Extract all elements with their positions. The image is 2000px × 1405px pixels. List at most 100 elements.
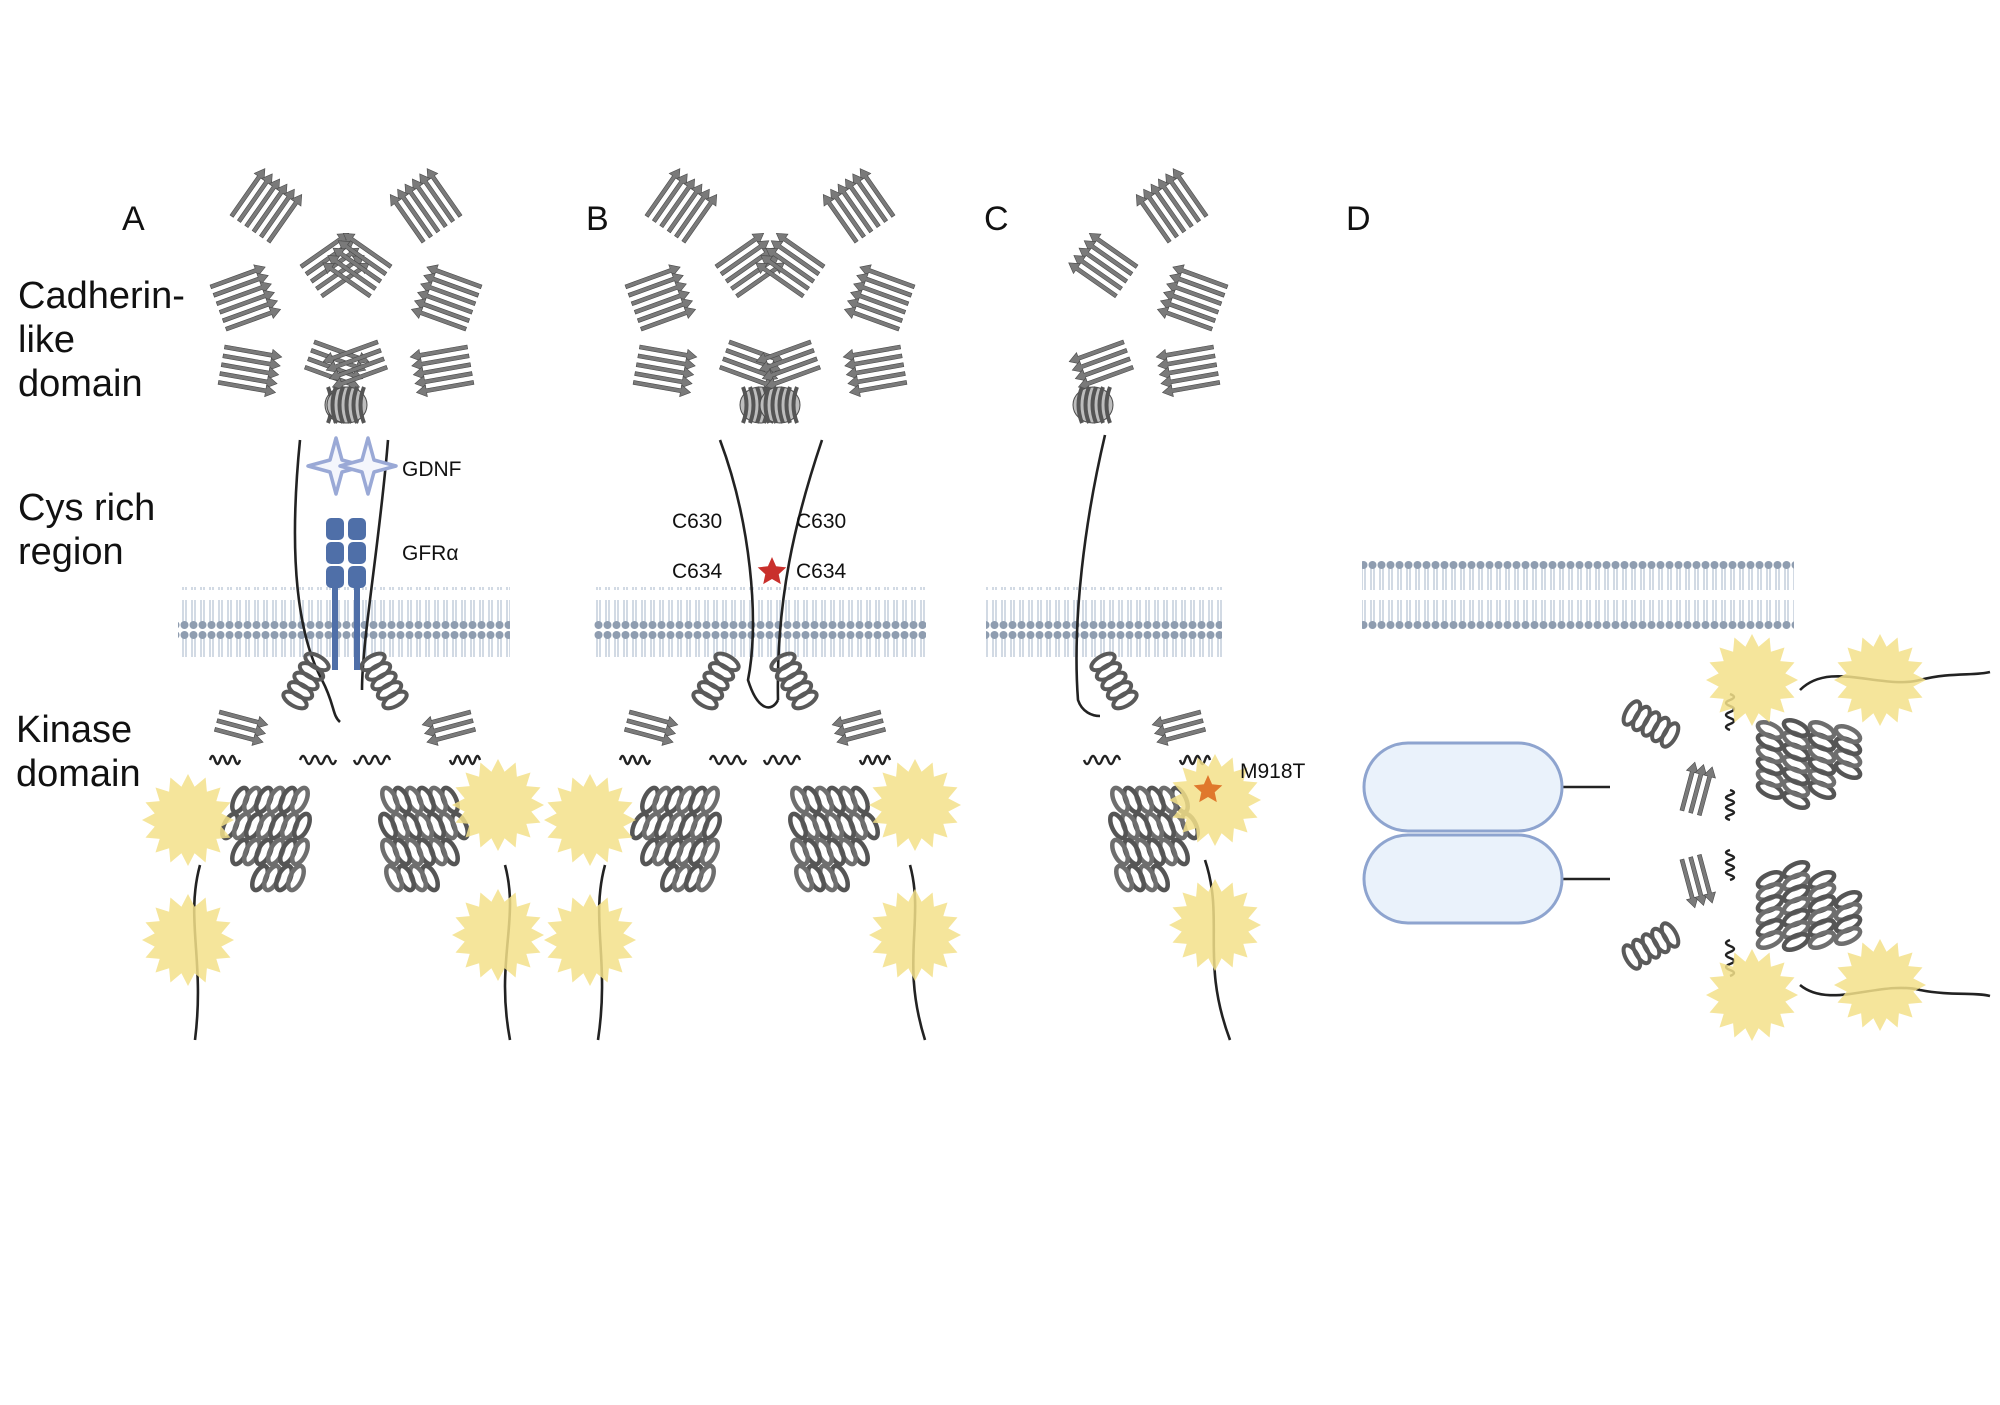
strand-arrow [413, 298, 471, 323]
strand-arrow [674, 188, 710, 239]
strand-arrow [830, 188, 866, 239]
strand-arrow [837, 183, 874, 234]
strand-arrow [760, 255, 810, 291]
strand-arrow [634, 371, 693, 389]
gfra-block [326, 566, 344, 588]
strand-arrow [419, 173, 456, 223]
strand-arrow [212, 272, 269, 298]
kinase-helices [220, 785, 312, 893]
cadherin-a-right [322, 168, 483, 424]
strand-arrow [420, 281, 477, 307]
burst-d-bottom-kinase [1706, 949, 1798, 1041]
strand-arrow [755, 262, 805, 299]
strand-arrow [848, 380, 908, 398]
strand-arrow [714, 233, 765, 269]
strand-arrow [635, 362, 695, 380]
membrane-b [594, 587, 926, 657]
kinase-d-bottom [1621, 848, 1863, 978]
strand-arrow [217, 380, 277, 398]
strand-arrow [719, 240, 770, 277]
beta-sheet [389, 168, 463, 244]
strand-arrow [845, 178, 881, 229]
jm-strands [1679, 761, 1716, 817]
kinase-a-left [208, 651, 338, 893]
strand-arrow [640, 306, 697, 332]
gdnf-label: GDNF [402, 458, 462, 481]
helix-barrel [1072, 386, 1114, 424]
strand-arrow [765, 247, 816, 284]
strand-arrow [222, 353, 281, 371]
strand-arrow [310, 348, 367, 373]
chain-b-right [776, 439, 824, 701]
panel-label-d: D [1346, 200, 1371, 238]
beta-sheet [410, 264, 483, 332]
jm-strands [831, 709, 887, 746]
strand-arrow [755, 339, 812, 365]
strand-arrow [659, 178, 695, 229]
beta-sheet [217, 344, 283, 398]
strand-arrow [1155, 344, 1215, 362]
cadherin-label-line1: Cadherin- [18, 275, 185, 317]
strand-arrow [426, 264, 483, 290]
strand-arrow [850, 289, 907, 315]
loop-squiggle [708, 754, 748, 766]
strand-arrow [1143, 188, 1179, 239]
beta-sheet [842, 344, 908, 398]
strand-arrow [322, 262, 372, 299]
beta-sheet [322, 339, 388, 390]
strand-arrow [1156, 306, 1213, 332]
strand-arrow [1077, 364, 1134, 390]
strand-arrow [251, 183, 288, 234]
jm-strands [623, 709, 679, 746]
strand-arrow [218, 289, 275, 315]
strand-arrow [327, 255, 377, 291]
strand-arrow [325, 348, 382, 373]
jm-strands [421, 709, 477, 746]
membrane-a [178, 587, 510, 657]
panel-label-b: B [586, 200, 609, 238]
loop-squiggle [618, 754, 652, 766]
strand-arrow [1159, 298, 1217, 323]
strand-arrow [1083, 240, 1134, 277]
strand-arrow [1172, 264, 1229, 290]
strand-arrow [404, 183, 441, 234]
burst-d-bottom-tail [1834, 939, 1926, 1031]
strand-arrow [229, 168, 266, 218]
jm-helix [1089, 651, 1139, 711]
kinase-d-top [1621, 692, 1863, 822]
gfra-coreceptor [326, 518, 366, 670]
strand-arrow [225, 306, 282, 332]
strand-arrow [844, 353, 903, 371]
strand-arrow [410, 306, 467, 332]
strand-arrow [223, 344, 283, 362]
burst-d-top-tail [1834, 634, 1926, 726]
chain-c [1075, 434, 1107, 718]
loop-squiggle [1082, 754, 1122, 766]
strand-arrow [761, 356, 818, 382]
chain-b-left [718, 439, 780, 709]
strand-arrow [847, 371, 906, 389]
strand-arrow [411, 353, 470, 371]
beta-sheet [1068, 233, 1139, 299]
cadherin-a-left [209, 168, 370, 424]
cadherin-label-line2: like [18, 319, 75, 361]
strand-arrow [644, 168, 681, 218]
strand-arrow [1074, 356, 1131, 382]
membranes [178, 560, 1794, 657]
fusion-partner-bottom [1362, 833, 1564, 925]
loop-squiggle [1724, 848, 1736, 882]
cadherin-c [1068, 168, 1229, 424]
strand-arrow [322, 339, 379, 365]
panel-label-c: C [984, 200, 1009, 238]
strand-arrow [1157, 353, 1216, 371]
c634-right-label: C634 [796, 560, 847, 583]
strand-arrow [1068, 262, 1118, 299]
kinase-helices [378, 785, 470, 893]
gfra-block [348, 566, 366, 588]
strand-arrow [1071, 348, 1128, 373]
beta-sheet [229, 168, 303, 244]
strand-arrow [822, 193, 859, 244]
kinase-helices [1755, 860, 1863, 952]
membrane-c [986, 587, 1222, 657]
